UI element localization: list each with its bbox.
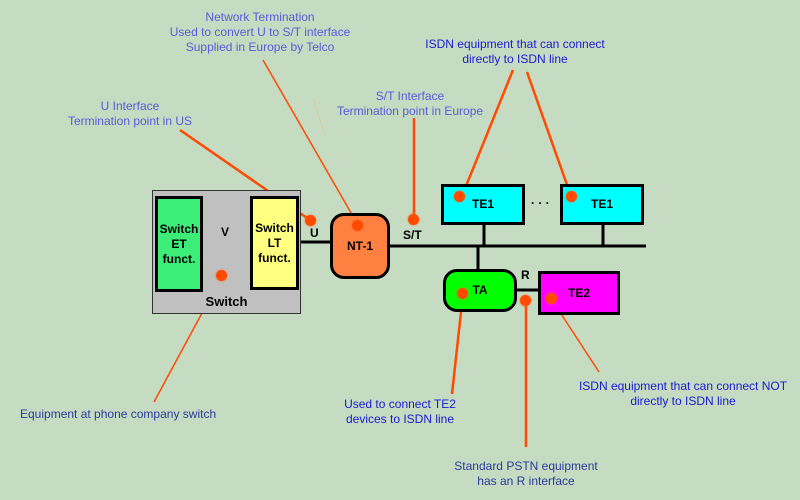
ta-box: TA	[443, 269, 517, 312]
annotation-te2: ISDN equipment that can connect NOT dire…	[578, 379, 788, 408]
annotation-st-interface: S/T Interface Termination point in Europ…	[336, 89, 484, 118]
pointer-dot-u	[305, 215, 316, 226]
u-interface-label: U	[310, 226, 319, 240]
ta-label: TA	[472, 283, 488, 297]
lt-label: Switch LT funct.	[255, 220, 294, 265]
pointer-te1b	[525, 71, 573, 197]
annotation-nt1: Network Termination Used to convert U to…	[169, 10, 351, 54]
st-interface-label: S/T	[403, 228, 422, 242]
te2-box: TE2	[538, 271, 620, 315]
te1-label-b: TE1	[590, 197, 613, 211]
switch-label: Switch	[205, 294, 248, 309]
pointer-dot-ta	[457, 288, 468, 299]
te1-label-a: TE1	[471, 197, 494, 211]
pointer-dot-nt1	[352, 220, 363, 231]
pointer-nt1	[262, 59, 359, 226]
faint-mark	[312, 97, 326, 136]
ellipsis: · · ·	[531, 196, 550, 210]
annotation-switch: Equipment at phone company switch	[20, 407, 217, 421]
te1-box-a: TE1	[441, 184, 525, 225]
et-box: Switch ET funct.	[155, 196, 203, 292]
te2-label: TE2	[567, 285, 590, 300]
pointer-te1a	[460, 69, 515, 197]
v-interface-label: V	[221, 225, 230, 239]
pointer-dot-switch	[216, 270, 227, 281]
lt-box: Switch LT funct.	[250, 196, 299, 290]
annotation-r-interface: Standard PSTN equipment has an R interfa…	[454, 459, 598, 488]
nt1-label: NT-1	[346, 238, 373, 253]
pointer-dot-r	[520, 295, 531, 306]
pointer-dot-st	[408, 214, 419, 225]
pointer-dot-te1b	[566, 191, 577, 202]
annotation-ta: Used to connect TE2 devices to ISDN line	[344, 397, 456, 426]
annotation-te1: ISDN equipment that can connect directly…	[425, 37, 605, 66]
pointer-dot-te2	[546, 293, 557, 304]
r-interface-label: R	[521, 268, 530, 282]
pointer-dot-te1a	[454, 191, 465, 202]
te1-box-b: TE1	[560, 184, 644, 225]
et-label: Switch ET funct.	[159, 221, 199, 266]
annotation-u-interface: U Interface Termination point in US	[67, 99, 193, 128]
